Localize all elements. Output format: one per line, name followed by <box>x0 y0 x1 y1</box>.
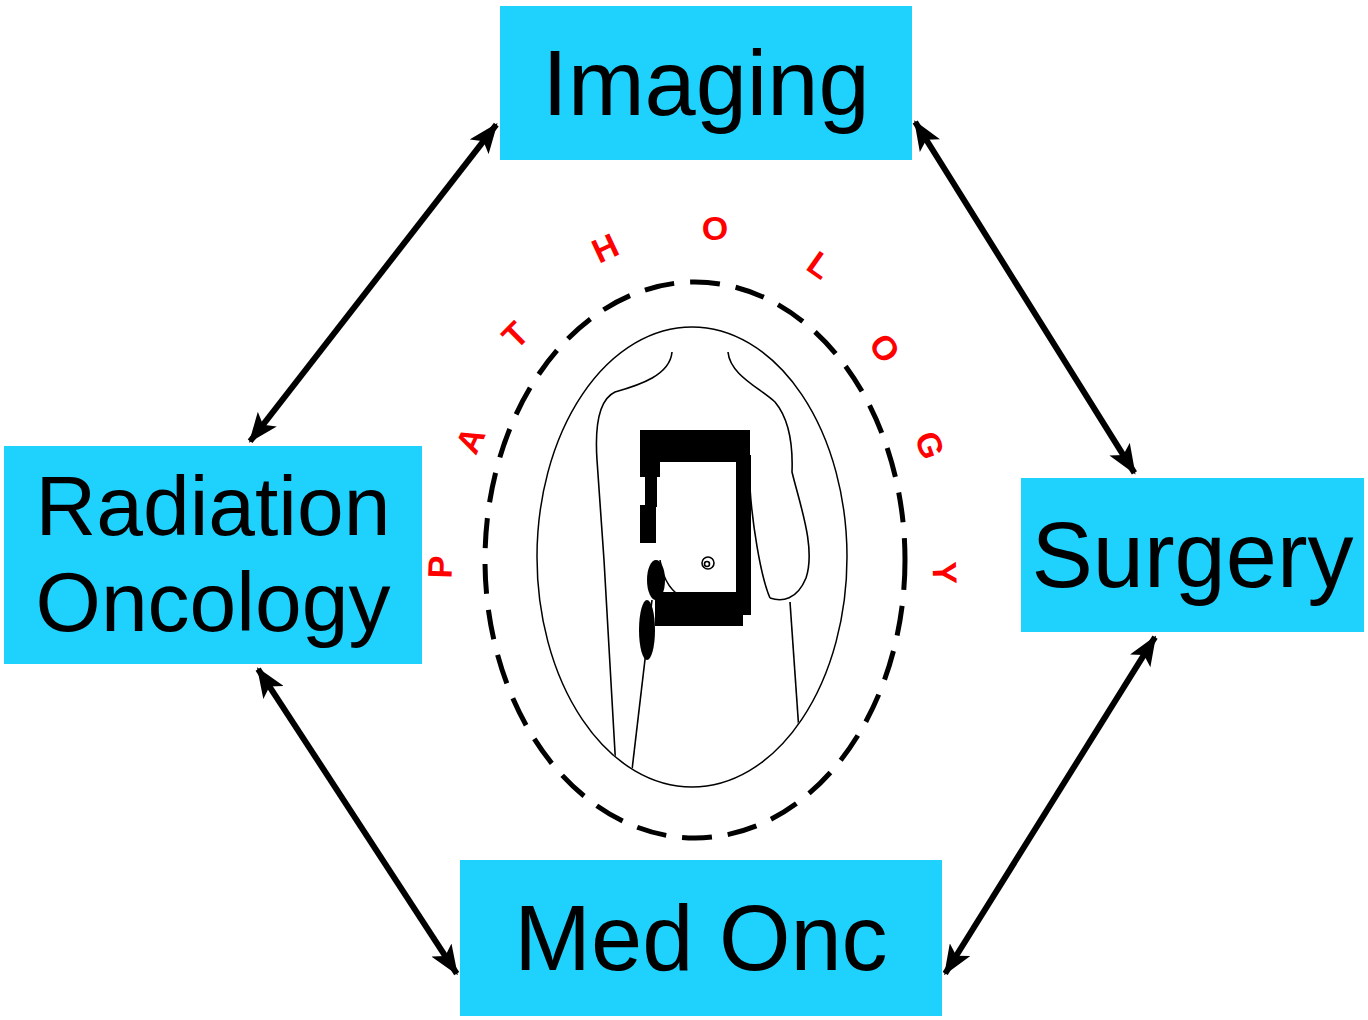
discipline-box: Imaging <box>500 6 912 160</box>
box-label: Imaging <box>542 31 869 136</box>
label-letter: L <box>792 237 848 293</box>
box-label: Radiation Oncology <box>14 459 412 651</box>
torso-sketch <box>596 352 809 770</box>
redaction-mark <box>639 430 751 660</box>
label-letter: A <box>443 413 496 466</box>
label-letter: O <box>857 320 913 376</box>
double-arrow <box>945 637 1155 973</box>
label-letter: G <box>904 419 955 470</box>
label-letter: T <box>487 307 544 364</box>
discipline-box: Surgery <box>1021 478 1364 632</box>
label-letter: Y <box>924 552 965 593</box>
discipline-box: Med Onc <box>460 860 942 1016</box>
discipline-box: Radiation Oncology <box>4 446 422 664</box>
double-arrow <box>915 122 1134 473</box>
label-letter: H <box>578 221 631 274</box>
label-letter: P <box>419 546 460 587</box>
dashed-ring <box>485 282 905 838</box>
double-arrow <box>258 669 457 974</box>
box-label: Med Onc <box>514 886 887 991</box>
double-arrow <box>250 125 496 442</box>
box-label: Surgery <box>1031 503 1353 608</box>
label-letter: O <box>695 208 735 248</box>
inner-oval <box>537 327 847 787</box>
